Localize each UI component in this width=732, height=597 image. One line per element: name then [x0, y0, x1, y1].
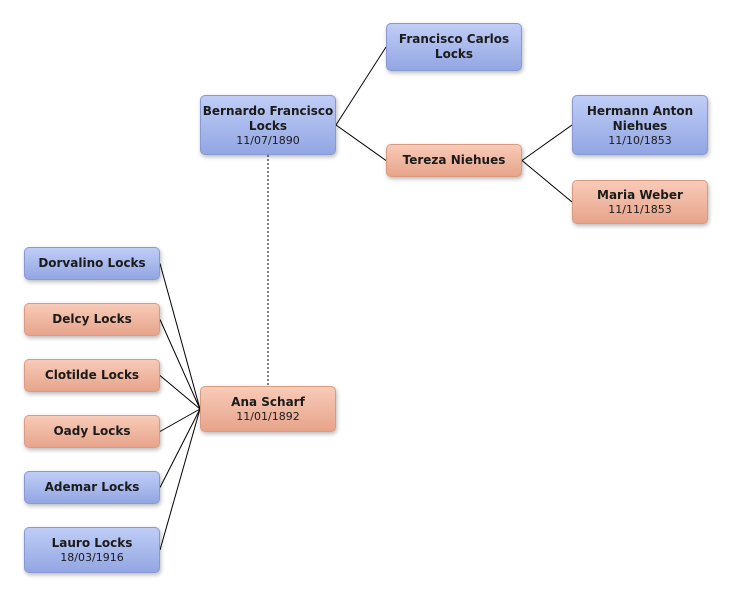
parent-link-tereza-hermann: [521, 124, 573, 161]
person-name: Oady Locks: [53, 424, 131, 438]
parent-link-bernardo-tereza: [335, 124, 387, 161]
person-node-francisco[interactable]: Francisco Carlos Locks: [386, 23, 522, 71]
child-link-ana-delcy: [159, 319, 201, 410]
person-name: Maria Weber: [597, 188, 683, 202]
person-date: 11/01/1892: [236, 410, 300, 423]
person-node-delcy[interactable]: Delcy Locks: [24, 303, 160, 336]
person-node-dorvalino[interactable]: Dorvalino Locks: [24, 247, 160, 280]
child-link-ana-lauro: [159, 408, 201, 551]
child-link-ana-ademar: [159, 408, 201, 488]
person-node-ademar[interactable]: Ademar Locks: [24, 471, 160, 504]
person-name: Hermann Anton Niehues: [586, 103, 694, 133]
child-link-ana-clotilde: [159, 375, 201, 410]
person-name: Bernardo Francisco Locks: [202, 103, 334, 133]
person-date: 11/11/1853: [608, 203, 672, 216]
person-name: Ana Scharf: [231, 395, 305, 409]
person-name: Francisco Carlos Locks: [398, 32, 510, 61]
person-name: Lauro Locks: [51, 536, 133, 550]
person-name: Ademar Locks: [44, 480, 140, 494]
person-node-oady[interactable]: Oady Locks: [24, 415, 160, 448]
parent-link-tereza-maria: [521, 160, 573, 203]
person-date: 18/03/1916: [60, 551, 124, 564]
person-node-tereza[interactable]: Tereza Niehues: [386, 144, 522, 177]
person-node-clotilde[interactable]: Clotilde Locks: [24, 359, 160, 392]
parent-link-bernardo-francisco: [335, 46, 387, 126]
person-name: Clotilde Locks: [44, 368, 140, 382]
person-name: Tereza Niehues: [402, 153, 506, 167]
person-name: Delcy Locks: [52, 312, 132, 326]
person-name: Dorvalino Locks: [38, 256, 146, 270]
child-link-ana-dorvalino: [159, 263, 201, 410]
person-date: 11/07/1890: [236, 133, 300, 147]
child-link-ana-oady: [159, 408, 201, 432]
person-date: 11/10/1853: [608, 133, 672, 147]
